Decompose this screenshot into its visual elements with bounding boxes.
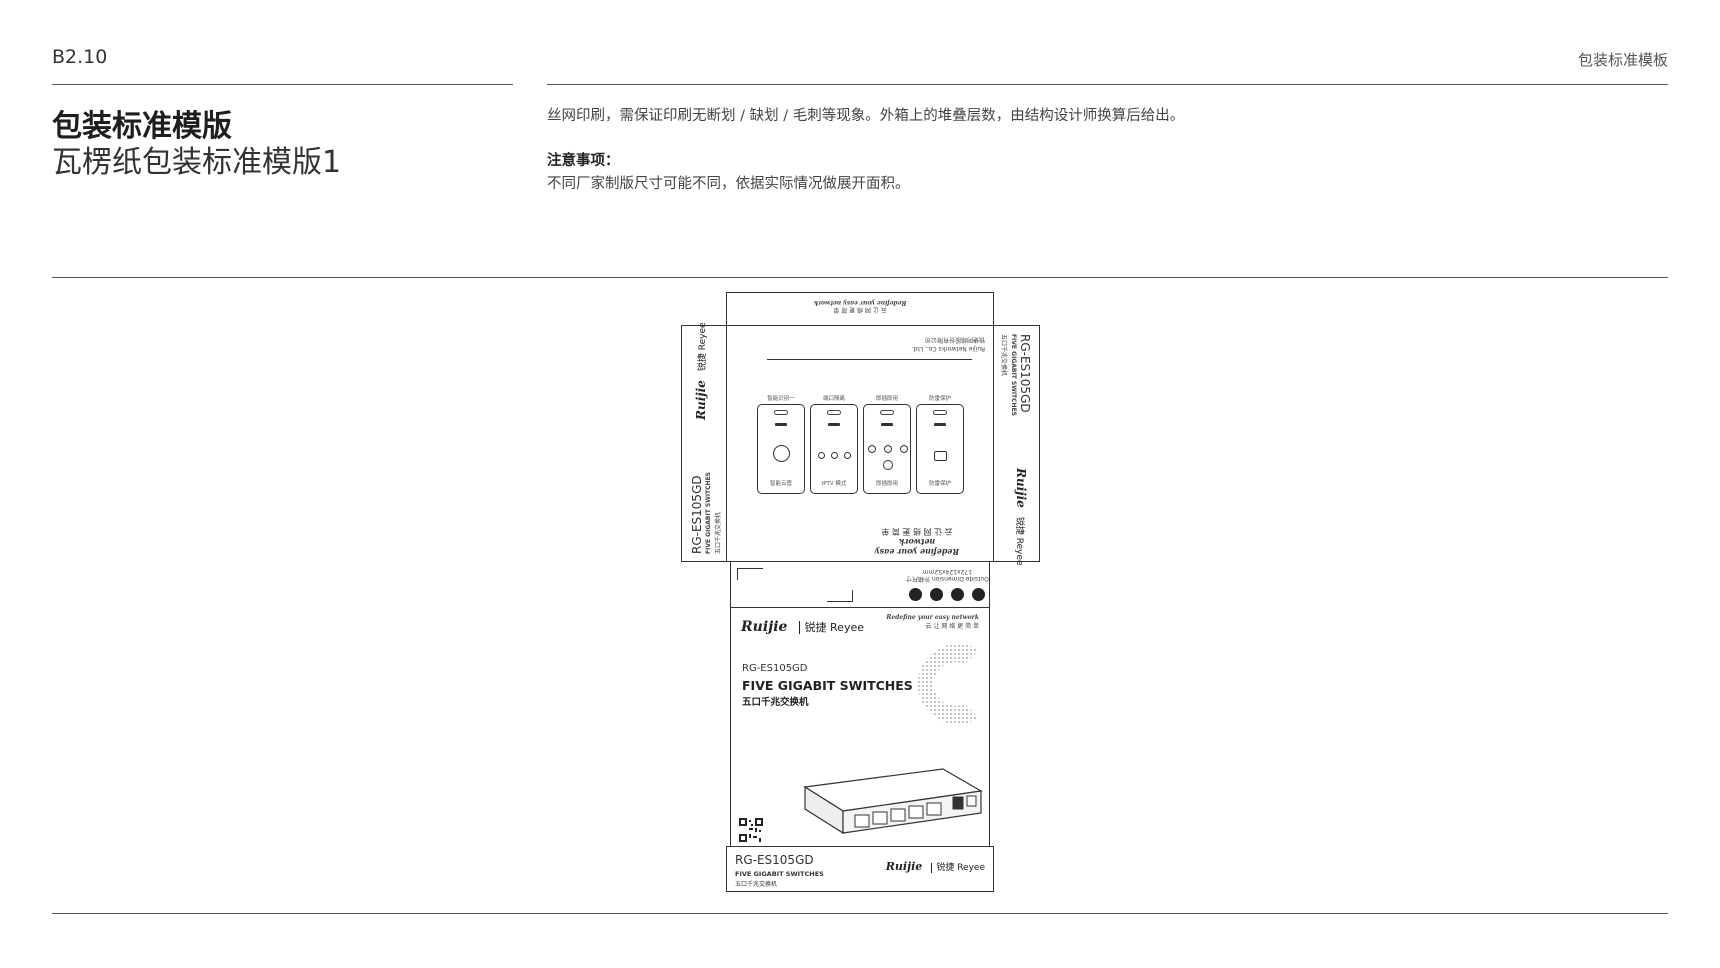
front-product-en: FIVE GIGABIT SWITCHES (742, 678, 913, 693)
bottom-flap-logo-ruijie: Ruijie (885, 860, 923, 873)
left-panel-product-cn: 五口千兆交换机 (715, 511, 722, 554)
section-rule-top (52, 277, 1668, 278)
right-panel-logo-reyee: 锐捷 Reyee (1014, 516, 1024, 566)
hub-icon (883, 460, 893, 470)
outside-dimension-value: 172x124x52mm (922, 568, 973, 575)
feature-card-2: 端口隔离 IPTV 模式 (810, 396, 858, 494)
top-flap-slogan-en: Redefine your easy network (813, 299, 907, 306)
node-icon (884, 445, 892, 453)
shield-icon (934, 451, 947, 461)
section-title: 包装标准模板 (1577, 51, 1668, 69)
left-panel-model: RG-ES105GD (690, 475, 704, 554)
node-icon (868, 445, 876, 453)
back-company-line: Ruijie Networks Co., Ltd. (911, 345, 985, 352)
left-panel-product-en: FIVE GIGABIT SWITCHES (705, 472, 712, 554)
port-icon (831, 452, 838, 459)
feature-card-3: 即插即用 即插即用 (863, 396, 911, 494)
header-rule-right (547, 84, 1668, 85)
qr-code (739, 818, 763, 842)
left-panel-logo-ruijie: Ruijie (694, 380, 708, 420)
page-subtitle: 瓦楞纸包装标准模版1 (52, 145, 342, 180)
front-model: RG-ES105GD (742, 663, 808, 674)
back-panel: Ruijie Networks Co., Ltd. 锐捷网络股份有限公司 智能识… (726, 325, 994, 562)
brand-dot-graphic (917, 644, 979, 724)
right-side-panel: RG-ES105GD FIVE GIGABIT SWITCHES 五口千兆交换机… (993, 325, 1040, 566)
page-title: 包装标准模版 (52, 109, 232, 144)
left-panel-logo-reyee: 锐捷 Reyee (698, 322, 708, 372)
front-product-cn: 五口千兆交换机 (742, 697, 809, 708)
keep-dry-icon (951, 588, 965, 601)
front-slogan-cn: 云 让 网 络 更 简 单 (925, 623, 979, 630)
back-slogan-en: Redefine your easy network (874, 537, 960, 557)
switch-illustration (803, 768, 983, 835)
front-slogan-en: Redefine your easy network (886, 614, 979, 621)
recycle-icon (909, 588, 922, 601)
front-logo-ruijie: Ruijie (741, 619, 788, 635)
bottom-flap-product-en: FIVE GIGABIT SWITCHES (735, 870, 824, 878)
header-rule-left (52, 84, 513, 85)
recycle-symbols (909, 586, 986, 605)
note-heading: 注意事项： (547, 153, 620, 169)
feature-card-4: 防雷保护 防雷保护 (916, 396, 964, 494)
outside-dimension-label: Outside Dimension 外箱尺寸 (906, 575, 989, 582)
page-code: B2.10 (52, 46, 108, 68)
right-panel-model: RG-ES105GD (1018, 334, 1032, 413)
right-panel-logo-ruijie: Ruijie (1014, 468, 1028, 508)
right-panel-product-en: FIVE GIGABIT SWITCHES (1010, 334, 1017, 416)
middle-flap: Outside Dimension 外箱尺寸 172x124x52mm (730, 561, 990, 608)
front-logo-reyee: 锐捷 Reyee (798, 621, 864, 634)
cloud-button-icon (773, 445, 790, 462)
top-flap: 云 让 网 络 更 简 单 Redefine your easy network (726, 292, 994, 326)
front-panel: Ruijie 锐捷 Reyee Redefine your easy netwo… (730, 607, 990, 847)
port-icon (844, 452, 851, 459)
note-text: 不同厂家制版尺寸可能不同，依据实际情况做展开面积。 (547, 176, 910, 192)
feature-card-1: 智能识别一 智能云管 (757, 396, 805, 494)
back-slogan-cn: 云 让 网 络 更 简 单 (881, 527, 953, 536)
bottom-flap-logo-reyee: 锐捷 Reyee (931, 863, 985, 873)
fragile-icon (930, 588, 944, 601)
stack-limit-icon (972, 588, 986, 601)
right-panel-product-cn: 五口千兆交换机 (1000, 334, 1007, 377)
description-text: 丝网印刷，需保证印刷无断划 / 缺划 / 毛刺等现象。外箱上的堆叠层数，由结构设… (547, 108, 1185, 124)
node-icon (900, 445, 908, 453)
top-flap-slogan-cn: 云 让 网 络 更 简 单 (833, 306, 887, 313)
bottom-flap-model: RG-ES105GD (735, 853, 814, 867)
port-icon (818, 452, 825, 459)
left-side-panel: RG-ES105GD FIVE GIGABIT SWITCHES 五口千兆交换机… (681, 322, 728, 562)
back-address-line: 锐捷网络股份有限公司 (924, 336, 985, 343)
bottom-flap: RG-ES105GD FIVE GIGABIT SWITCHES 五口千兆交换机… (726, 846, 994, 892)
bottom-flap-product-cn: 五口千兆交换机 (735, 881, 778, 888)
section-rule-bottom (52, 913, 1668, 914)
